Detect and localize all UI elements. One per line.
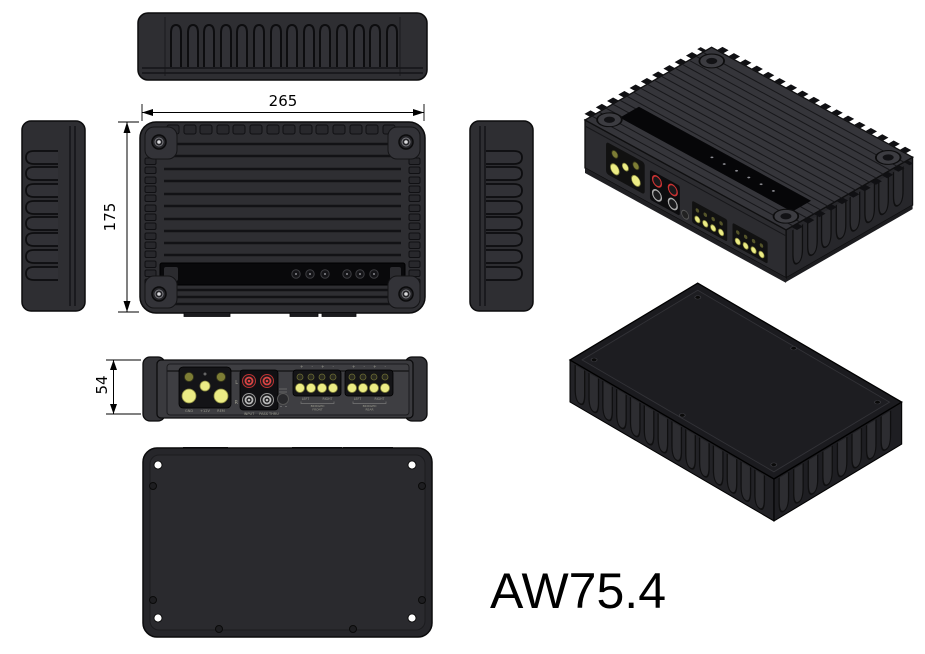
power-set-screw-right [216, 372, 226, 382]
crossover-pot-2 [355, 269, 365, 279]
top-view [139, 121, 426, 317]
speaker-rear-right-label: RIGHT [375, 397, 385, 401]
rca-right-label: R [235, 400, 239, 406]
power-label-gnd: GND [185, 409, 193, 413]
gain-pot-2 [342, 269, 352, 279]
power-terminal [213, 388, 229, 404]
rca-input-block: L R INPUT PASS THRU [235, 369, 279, 416]
iso-front-face [584, 118, 787, 283]
model-label: AW75.4 [490, 563, 666, 619]
bottom-screws [149, 482, 426, 633]
crossover-pot [305, 269, 315, 279]
speaker-terminal-block-front: + - + - LEFT RIGHT BRIDGED FRONT [292, 364, 342, 412]
iso-power-block [606, 142, 645, 194]
control-strip [159, 262, 406, 286]
speaker-rear-bridge-1: BRIDGED [363, 404, 378, 408]
right-side-view [469, 120, 534, 312]
dim-width-label: 265 [269, 92, 298, 110]
top-edge-view [137, 12, 428, 81]
filter-pot-2 [369, 269, 379, 279]
ground-terminal [181, 388, 197, 404]
left-side-view [21, 120, 86, 312]
dimension-265: 265 [141, 92, 425, 121]
dim-height-label: 54 [93, 375, 111, 394]
rca-jack-passthru-l [242, 393, 256, 407]
speaker-front-bridge-2: FRONT [312, 408, 322, 412]
rca-input-label: INPUT [244, 412, 255, 416]
iso-strip-markings [710, 156, 775, 192]
power-label-rem: REM [217, 409, 225, 413]
iso-speaker-block-front [692, 201, 728, 242]
dim-depth-label: 175 [101, 203, 119, 232]
speaker-rear-bridge-2: REAR [365, 408, 373, 412]
filter-pot [320, 269, 330, 279]
iso-speaker-block-rear [732, 223, 768, 264]
top-surface-ribs [164, 142, 401, 257]
power-label-12v: +12V [200, 409, 210, 413]
rca-jack-passthru-r [260, 393, 274, 407]
power-terminal-block: GND +12V REM [178, 366, 232, 413]
rca-jack-input-l [242, 374, 256, 388]
speaker-front-left-label: LEFT [302, 397, 310, 401]
speaker-rear-polarity: + - + - [352, 364, 387, 369]
mounting-holes [153, 460, 417, 623]
crossover-switch-knob [277, 388, 289, 407]
iso-top-face [583, 46, 914, 231]
remote-terminal [199, 380, 211, 392]
iso-edge-scallops [584, 46, 914, 231]
speaker-front-polarity: + - + - [300, 364, 335, 369]
dimension-175: 175 [101, 121, 139, 313]
iso-bottom-plate [568, 282, 903, 480]
speaker-front-bridge-1: BRIDGED [311, 404, 326, 408]
bottom-view [142, 447, 433, 638]
gain-pot [291, 269, 301, 279]
iso-rca-block [649, 170, 680, 216]
isometric-top-view [583, 46, 914, 283]
front-panel-view: GND +12V REM L R IN [142, 356, 428, 422]
speaker-front-right-label: RIGHT [323, 397, 333, 401]
speaker-terminal-block-rear: + - + - LEFT RIGHT BRIDGED REAR [344, 364, 394, 412]
rca-passthru-label: PASS THRU [259, 412, 279, 416]
speaker-rear-left-label: LEFT [354, 397, 362, 401]
isometric-bottom-view [568, 282, 903, 522]
rca-left-label: L [235, 380, 238, 386]
corner-screws [144, 126, 421, 309]
iso-knob [681, 209, 690, 220]
iso-bottom-screws [590, 295, 881, 467]
dimension-54: 54 [93, 359, 141, 415]
rca-jack-input-r [260, 374, 274, 388]
power-set-screw-left [184, 372, 194, 382]
iso-control-strip [619, 106, 812, 212]
iso-corner-bosses [596, 53, 902, 224]
